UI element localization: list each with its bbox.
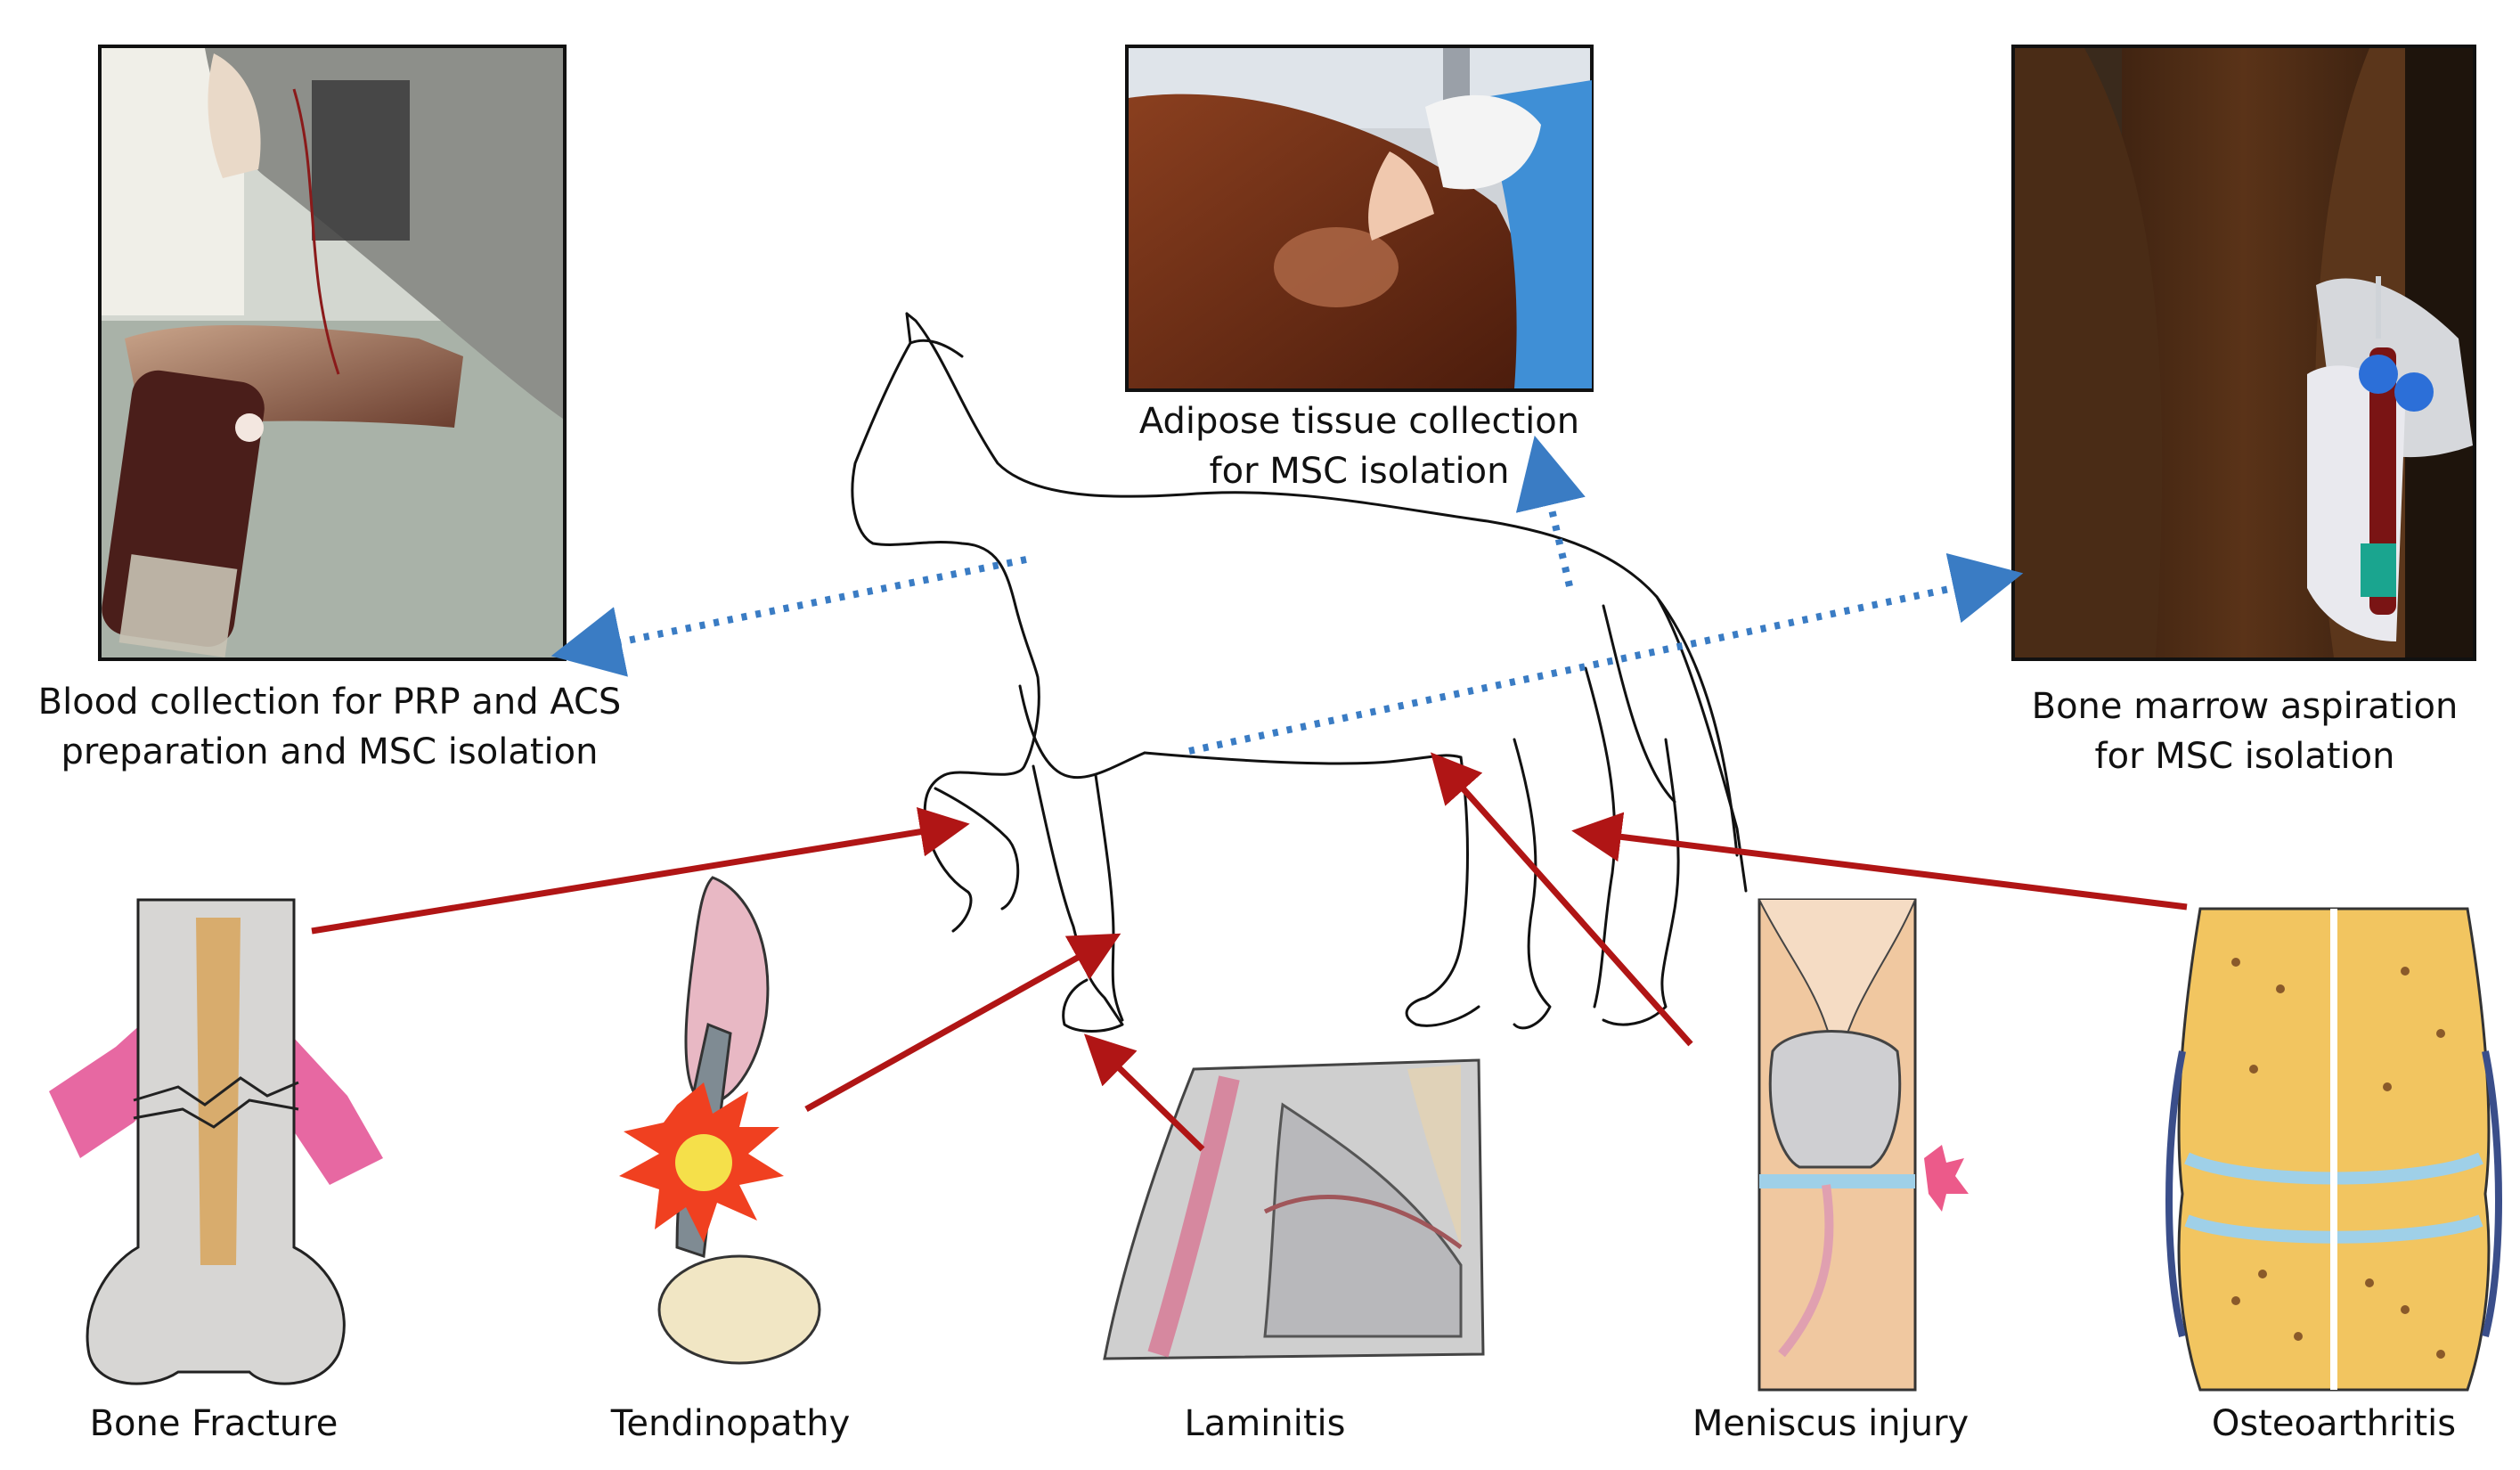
blood-caption-line2: preparation and MSC isolation (61, 731, 599, 772)
adipose-collection-caption: Adipose tissue collection for MSC isolat… (1092, 396, 1627, 496)
meniscus-injury-illustration (1757, 898, 1969, 1392)
adipose-caption-line1: Adipose tissue collection (1138, 401, 1580, 442)
meniscus-injury-label: Meniscus injury (1692, 1403, 1970, 1444)
arrow-tendinopathy (804, 933, 1121, 1113)
arrow-laminitis (1083, 1033, 1205, 1152)
bone-marrow-caption: Bone marrow aspiration for MSC isolation (1978, 682, 2512, 781)
bone-marrow-caption-line2: for MSC isolation (2094, 736, 2395, 777)
blood-collection-caption: Blood collection for PRP and ACS prepara… (18, 677, 641, 777)
tendinopathy-label: Tendinopathy (610, 1403, 851, 1444)
laminitis-illustration (1103, 1058, 1485, 1360)
arrow-bone-fracture (311, 806, 970, 935)
arrow-meniscus (1431, 752, 1693, 1047)
osteoarthritis-illustration (2165, 907, 2502, 1392)
condition-arrows (311, 752, 2188, 1152)
bone-marrow-aspiration-photo (2011, 45, 2476, 661)
arrow-osteoarthritis (1571, 812, 2188, 911)
adipose-caption-line2: for MSC isolation (1209, 451, 1510, 492)
adipose-collection-photo (1125, 45, 1594, 392)
arrow-to-blood-collection (550, 556, 1027, 677)
arrow-to-bone-marrow (1188, 552, 2024, 755)
blood-collection-photo (98, 45, 567, 661)
bone-fracture-label: Bone Fracture (89, 1403, 338, 1444)
collection-arrows (550, 435, 2024, 755)
osteoarthritis-label: Osteoarthritis (2211, 1403, 2457, 1444)
horse-outline-icon (851, 312, 1748, 1033)
tendinopathy-illustration (619, 876, 821, 1365)
blood-caption-line1: Blood collection for PRP and ACS (37, 682, 622, 723)
laminitis-label: Laminitis (1184, 1403, 1346, 1444)
bone-fracture-illustration (49, 898, 383, 1385)
bone-marrow-caption-line1: Bone marrow aspiration (2031, 686, 2459, 727)
